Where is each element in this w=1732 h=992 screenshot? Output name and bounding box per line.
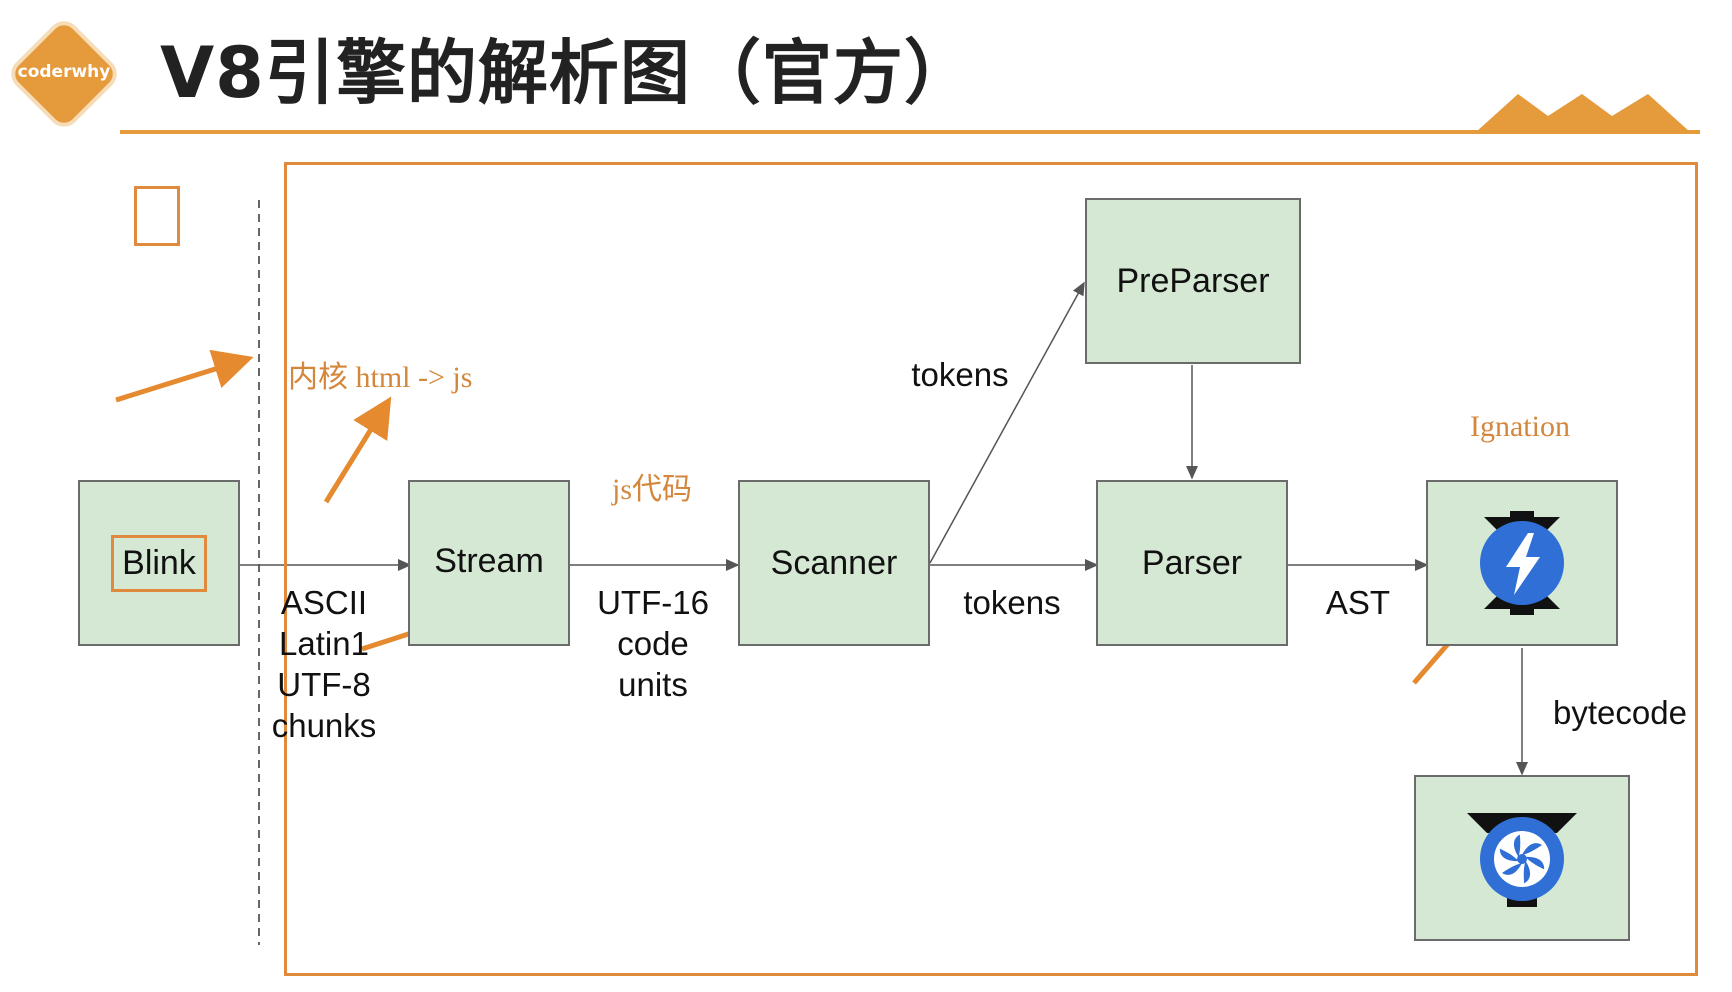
coderwhy-logo: coderwhy: [10, 20, 118, 128]
label-stream-input: ASCII Latin1 UTF-8 chunks: [262, 582, 386, 746]
label-scanner-input: UTF-16 code units: [588, 582, 718, 705]
node-scanner: Scanner: [738, 480, 930, 646]
label-units: units: [618, 666, 688, 703]
label-latin1: Latin1: [279, 625, 369, 662]
label-tokens-right: tokens: [963, 584, 1061, 621]
label-ast: AST: [1325, 584, 1391, 621]
node-blink-label: Blink: [111, 534, 207, 592]
node-parser-label: Parser: [1141, 543, 1243, 582]
annotation-arrow-1: [115, 349, 254, 403]
mountain-decoration: [1476, 94, 1690, 132]
logo-text: coderwhy: [17, 62, 111, 82]
label-ascii: ASCII: [280, 584, 368, 621]
annotation-js-code: js代码: [612, 473, 693, 506]
node-ignition: [1426, 480, 1618, 646]
node-blink: Blink: [78, 480, 240, 646]
node-preparser-label: PreParser: [1116, 261, 1270, 300]
node-preparser: PreParser: [1085, 198, 1301, 364]
label-chunks: chunks: [271, 707, 377, 744]
label-code: code: [617, 625, 689, 662]
annotation-arrow-2: [323, 396, 392, 504]
label-bytecode: bytecode: [1553, 694, 1687, 731]
annotation-kernel: 内核 html -> js: [288, 361, 473, 394]
label-utf8: UTF-8: [277, 666, 371, 703]
ignition-icon: [1480, 511, 1564, 615]
node-stream: Stream: [408, 480, 570, 646]
node-parser: Parser: [1096, 480, 1288, 646]
arrow-scanner-preparser: [929, 281, 1085, 564]
label-tokens-up: tokens: [911, 356, 1009, 393]
annotation-ignation: Ignation: [1470, 410, 1570, 443]
label-utf16: UTF-16: [597, 584, 709, 621]
node-scanner-label: Scanner: [770, 543, 898, 582]
diagram-frame: [284, 162, 1698, 976]
placeholder-rect: [134, 186, 180, 246]
turbofan-icon: [1467, 813, 1577, 907]
page-title: V8引擎的解析图（官方）: [160, 32, 975, 114]
node-stream-label: Stream: [434, 541, 544, 580]
title-underline: [120, 130, 1700, 134]
node-turbofan: [1414, 775, 1630, 941]
